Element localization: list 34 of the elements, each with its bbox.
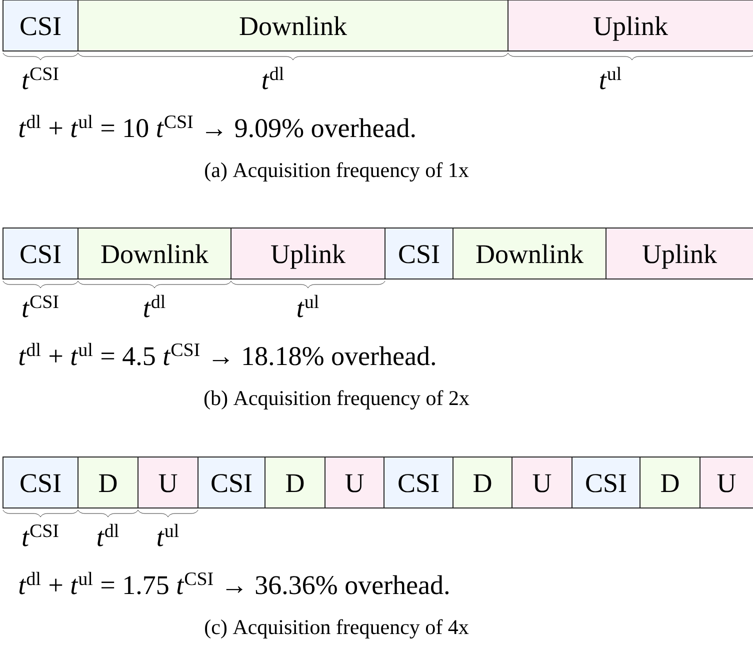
equation: t$^{dl}$ + t$^{ul}$ = 1.75 t$^{CSI}$ → 36.36% overhead. <box>19 572 448 594</box>
cell: Downlink <box>78 0 508 52</box>
brace-label: t$^{dl}$ <box>98 524 119 546</box>
brace-label: t$^{CSI}$ <box>22 67 58 90</box>
subcaption: (c) Acquisition frequency of 4x <box>205 619 469 639</box>
equation: t$^{dl}$ + t$^{ul}$ = 4.5 t$^{CSI}$ → 18.18% overhead. <box>19 342 435 366</box>
cell: Downlink <box>452 228 606 280</box>
cell: D <box>640 456 700 508</box>
cell: D <box>452 456 512 508</box>
cell: D <box>78 456 138 508</box>
brace-label: t$^{dl}$ <box>144 294 166 318</box>
brace-label: t$^{CSI}$ <box>22 295 58 318</box>
cell: U <box>138 456 198 508</box>
equation: t$^{dl}$ + t$^{ul}$ = 10 t$^{CSI}$ → 9.09% overhead. <box>19 114 415 138</box>
subcaption: (a) Acquisition frequency of 1x <box>205 162 469 182</box>
cell: CSI <box>2 0 78 52</box>
cell: Uplink <box>508 0 753 52</box>
cell: CSI <box>384 228 454 280</box>
cell: CSI <box>198 456 266 508</box>
cell: U <box>700 456 753 508</box>
cell: Downlink <box>78 228 232 280</box>
cell: CSI <box>2 228 78 280</box>
cell: U <box>512 456 572 508</box>
brace-label: t$^{ul}$ <box>158 524 179 546</box>
subcaption: (b) Acquisition frequency of 2x <box>204 390 470 410</box>
cell: Uplink <box>230 228 386 280</box>
brace-label: t$^{ul}$ <box>298 294 319 318</box>
cell: Uplink <box>606 228 753 280</box>
cell: CSI <box>384 456 454 508</box>
brace-label: t$^{CSI}$ <box>22 524 58 546</box>
cell: U <box>324 456 384 508</box>
cell: CSI <box>572 456 640 508</box>
cell: D <box>264 456 326 508</box>
cell: CSI <box>2 456 78 508</box>
